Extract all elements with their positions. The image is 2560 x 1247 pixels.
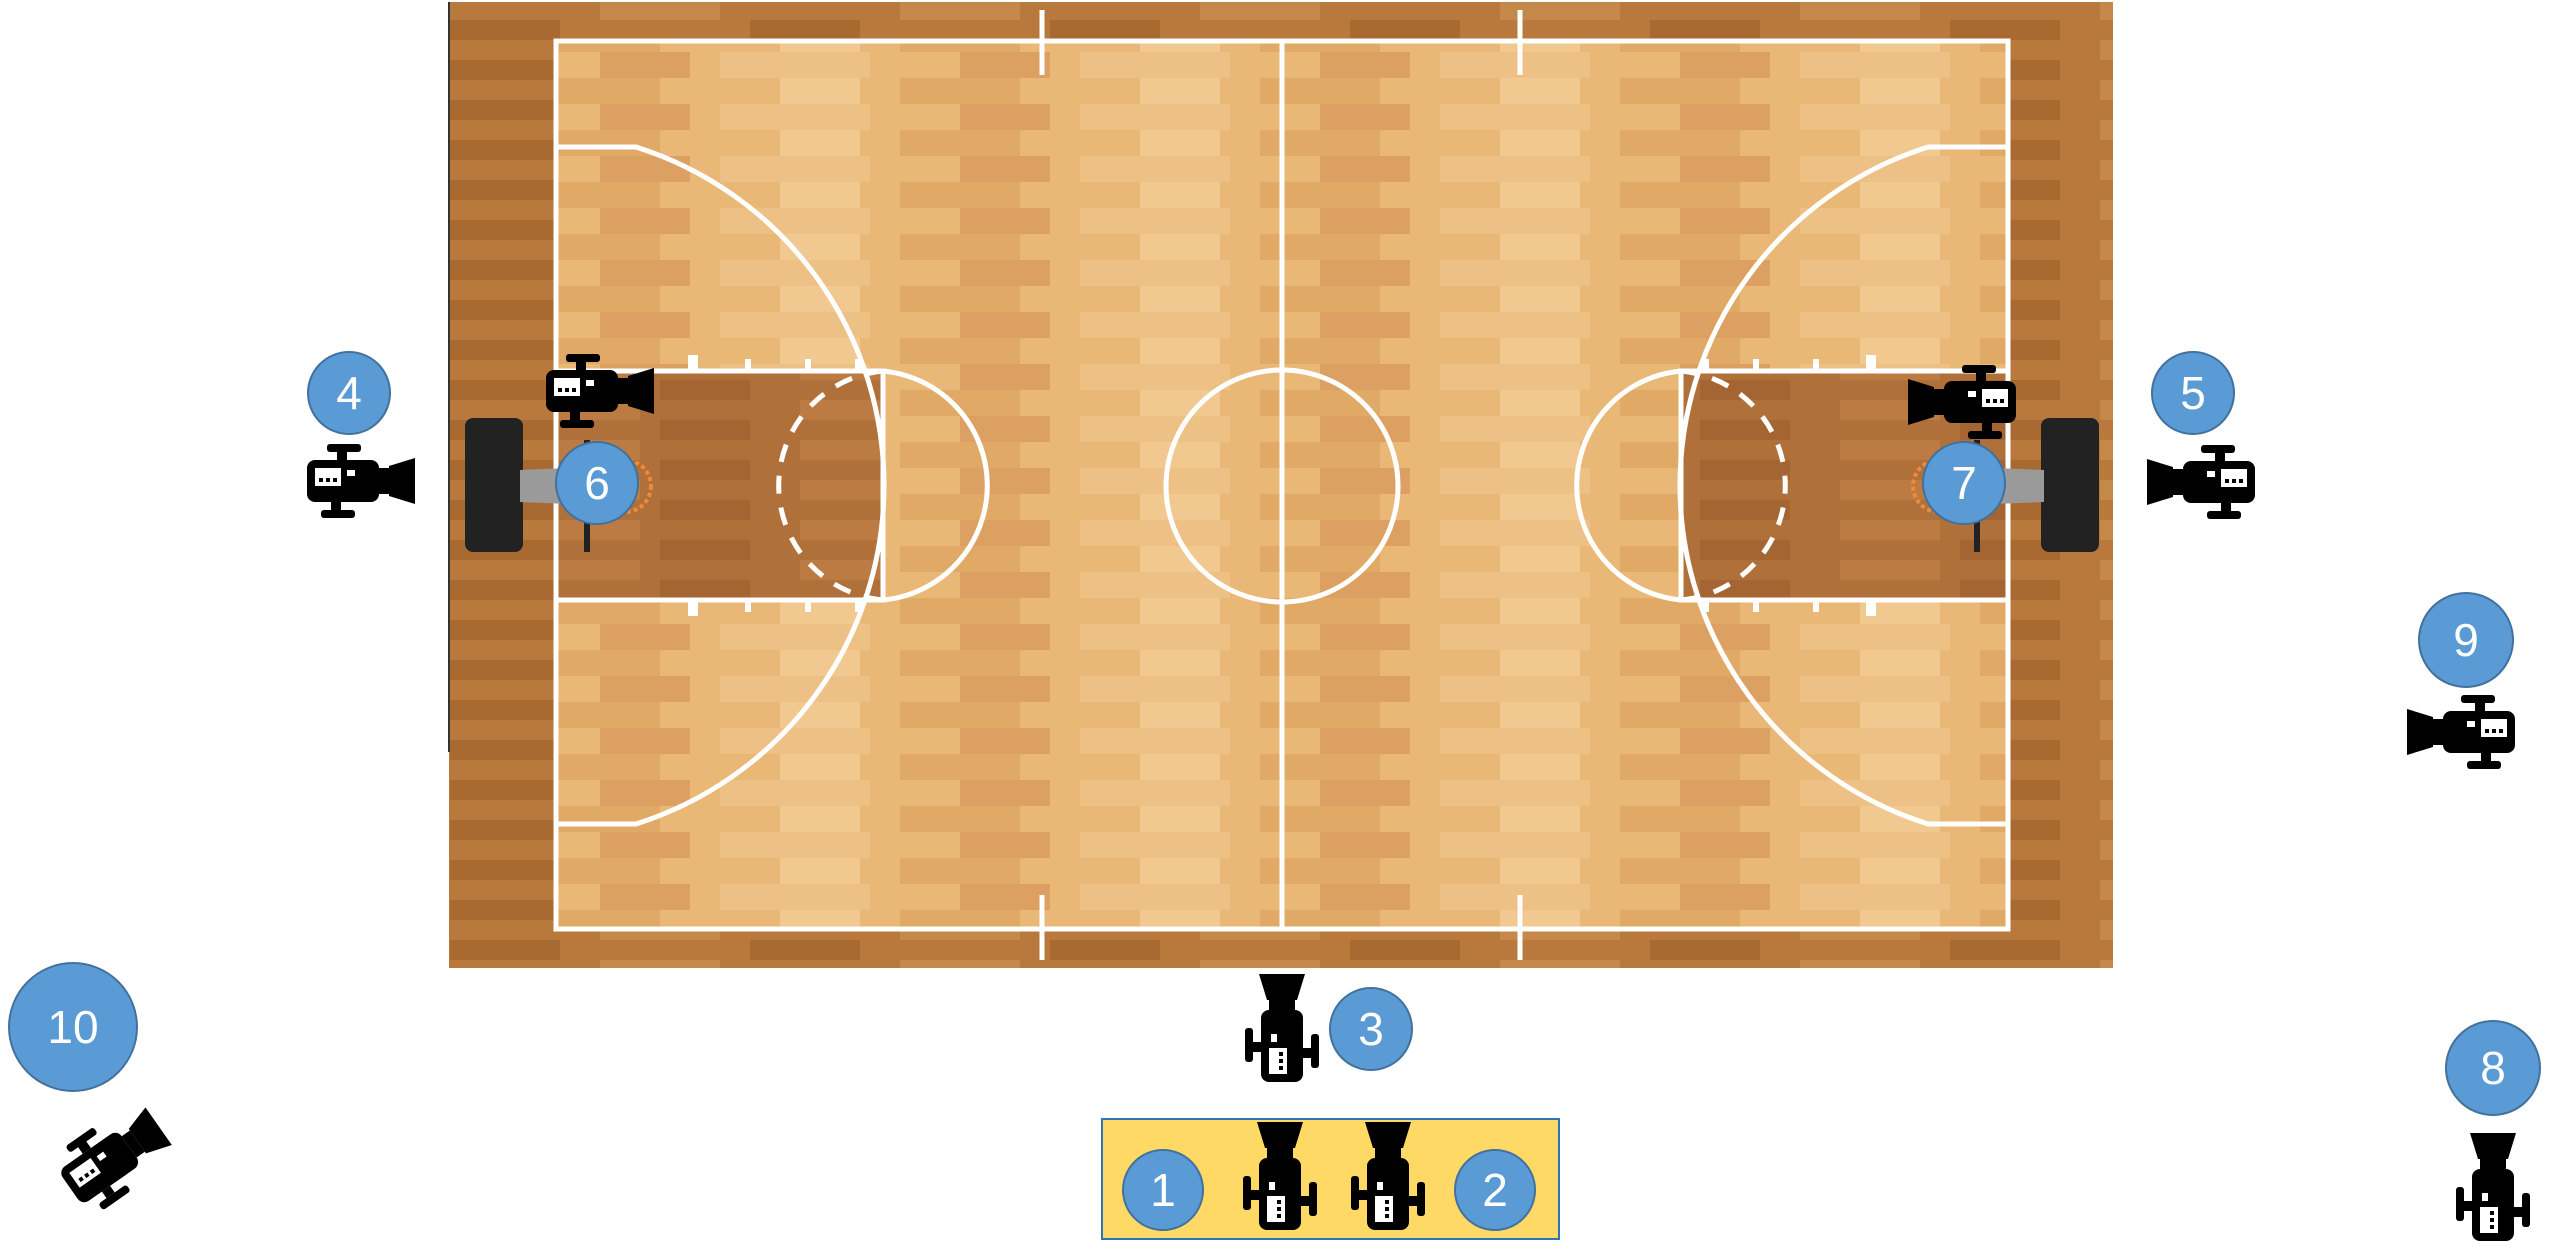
camera-icon-glyph [540, 352, 660, 432]
camera-marker-2[interactable]: 2 [1454, 1149, 1536, 1231]
camera-icon-glyph [1241, 1116, 1321, 1236]
camera-marker-8[interactable]: 8 [2445, 1020, 2541, 1116]
camera-marker-4[interactable]: 4 [307, 351, 391, 435]
camera-icon-glyph [2454, 1127, 2534, 1247]
camera-icon[interactable] [1902, 363, 2022, 443]
camera-icon-glyph [1243, 968, 1323, 1088]
marker-label: 7 [1951, 456, 1977, 510]
camera-marker-6[interactable]: 6 [555, 441, 639, 525]
camera-icon[interactable] [2141, 443, 2261, 523]
camera-icon-glyph [301, 442, 421, 522]
marker-label: 6 [584, 456, 610, 510]
marker-label: 1 [1150, 1163, 1176, 1217]
marker-label: 5 [2180, 366, 2206, 420]
camera-icon[interactable] [2454, 1127, 2534, 1247]
camera-icon[interactable] [301, 442, 421, 522]
camera-icon[interactable] [1349, 1116, 1429, 1236]
camera-marker-3[interactable]: 3 [1329, 987, 1413, 1071]
camera-icon-glyph [1902, 363, 2022, 443]
camera-marker-7[interactable]: 7 [1922, 441, 2006, 525]
camera-marker-1[interactable]: 1 [1122, 1149, 1204, 1231]
camera-marker-5[interactable]: 5 [2151, 351, 2235, 435]
marker-label: 10 [47, 1000, 98, 1054]
marker-label: 3 [1358, 1002, 1384, 1056]
camera-icon[interactable] [540, 352, 660, 432]
camera-icon[interactable] [1243, 968, 1323, 1088]
marker-label: 8 [2480, 1041, 2506, 1095]
marker-label: 2 [1482, 1163, 1508, 1217]
marker-label: 4 [336, 366, 362, 420]
camera-icon-glyph [1349, 1116, 1429, 1236]
camera-marker-10[interactable]: 10 [8, 962, 138, 1092]
camera-icon[interactable] [2401, 693, 2521, 773]
camera-icon-glyph [2401, 693, 2521, 773]
camera-icon[interactable] [1241, 1116, 1321, 1236]
camera-marker-9[interactable]: 9 [2418, 592, 2514, 688]
camera-icon-glyph [2141, 443, 2261, 523]
marker-label: 9 [2453, 613, 2479, 667]
